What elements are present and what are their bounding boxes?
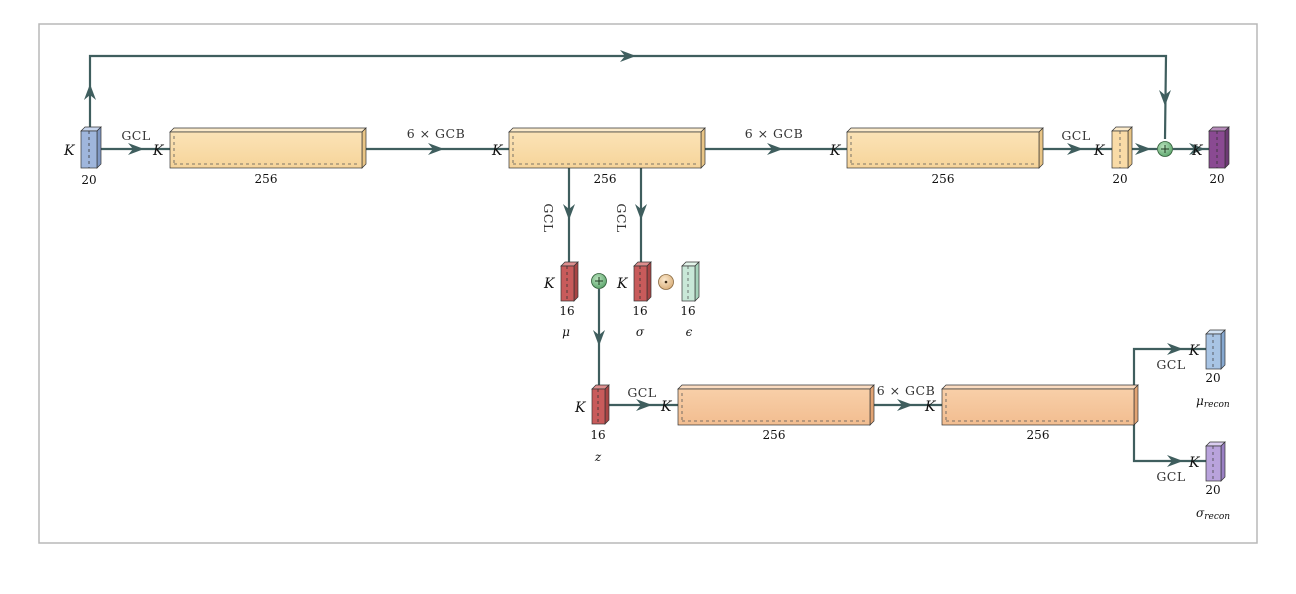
sigma-symbol-label: σ xyxy=(636,325,645,339)
dec2-dim-label: 20 xyxy=(1112,172,1127,186)
arrow-icon xyxy=(1189,143,1205,155)
output-dim-label: 20 xyxy=(1209,172,1224,186)
epsilon-symbol-label: ϵ xyxy=(686,325,693,339)
reparam-adder-icon xyxy=(591,273,607,289)
mu-symbol-label: μ xyxy=(562,325,570,339)
dec1-dim-label: 256 xyxy=(932,172,955,186)
gcl-label-sigma: GCL xyxy=(614,203,629,232)
arrow-icon xyxy=(1167,455,1183,467)
epsilon-block xyxy=(681,261,700,302)
mu-recon-block xyxy=(1205,329,1226,370)
gcb-label-encoder: 6 × GCB xyxy=(407,126,466,141)
mu-recon-k-label: K xyxy=(1188,343,1201,359)
enc1-dim-label: 256 xyxy=(255,172,278,186)
z-symbol-label: z xyxy=(594,450,602,464)
arrow-down-icon xyxy=(563,204,575,220)
rdec1-k-label: K xyxy=(660,399,673,415)
mu-block xyxy=(560,261,579,302)
skip-down-arrow-icon xyxy=(1159,90,1171,106)
dec1-k-label: K xyxy=(829,143,842,159)
arrow-icon xyxy=(428,143,444,155)
mu-k-label: K xyxy=(543,276,556,292)
z-dim-label: 16 xyxy=(590,428,605,442)
dec2-k-label: K xyxy=(1093,143,1106,159)
input-dim-label: 20 xyxy=(81,173,96,187)
enc2-dim-label: 256 xyxy=(594,172,617,186)
encoder-layer-2-block xyxy=(508,127,706,169)
arrow-icon xyxy=(1167,343,1183,355)
decoder-layer-1-block xyxy=(846,127,1044,169)
rdec1-dim-label: 256 xyxy=(763,428,786,442)
mu-recon-dim-label: 20 xyxy=(1205,371,1220,385)
arrow-icon xyxy=(767,143,783,155)
gcb-label-decoder: 6 × GCB xyxy=(745,126,804,141)
gcl-label-sigma-recon: GCL xyxy=(1156,469,1185,484)
sigma-dim-label: 16 xyxy=(632,304,647,318)
skip-right-arrow-icon xyxy=(620,50,636,62)
gcl-label-mu: GCL xyxy=(541,203,556,232)
arrow-icon xyxy=(897,399,913,411)
output-block xyxy=(1208,126,1230,169)
input-block xyxy=(80,126,102,169)
sigma-block xyxy=(633,261,652,302)
output-k-label: K xyxy=(1191,143,1204,159)
arrow-icon xyxy=(1067,143,1083,155)
epsilon-dim-label: 16 xyxy=(680,304,695,318)
enc2-k-label: K xyxy=(491,143,504,159)
sigma-recon-k-label: K xyxy=(1188,455,1201,471)
arrow-icon xyxy=(1135,143,1151,155)
mu-dim-label: 16 xyxy=(559,304,574,318)
decoder-output-block xyxy=(1111,126,1133,169)
z-k-label: K xyxy=(574,400,587,416)
arrow-icon xyxy=(636,399,652,411)
gcb-label-recon: 6 × GCB xyxy=(877,383,936,398)
skip-up-arrow-icon xyxy=(84,84,96,100)
gcl-label-z: GCL xyxy=(627,385,656,400)
gcl-label-input: GCL xyxy=(121,128,150,143)
rdec2-dim-label: 256 xyxy=(1027,428,1050,442)
gcl-label-mu-recon: GCL xyxy=(1156,357,1185,372)
recon-decoder-layer-1-block xyxy=(677,384,875,426)
sigma-recon-block xyxy=(1205,441,1226,482)
mu-recon-symbol-label: μrecon xyxy=(1196,394,1230,410)
arrow-down-icon xyxy=(635,204,647,220)
rdec2-k-label: K xyxy=(924,399,937,415)
sigma-k-label: K xyxy=(616,276,629,292)
sigma-recon-symbol-label: σrecon xyxy=(1196,506,1230,522)
gcl-label-decoder: GCL xyxy=(1061,128,1090,143)
multiply-icon xyxy=(658,274,674,290)
recon-decoder-layer-2-block xyxy=(941,384,1139,426)
z-block xyxy=(591,384,610,425)
skip-adder-icon xyxy=(1157,141,1173,157)
arrow-down-icon xyxy=(593,330,605,346)
sigma-recon-dim-label: 20 xyxy=(1205,483,1220,497)
input-k-label: K xyxy=(63,143,76,159)
enc1-k-label: K xyxy=(152,143,165,159)
arrow-icon xyxy=(128,143,144,155)
encoder-layer-1-block xyxy=(169,127,367,169)
